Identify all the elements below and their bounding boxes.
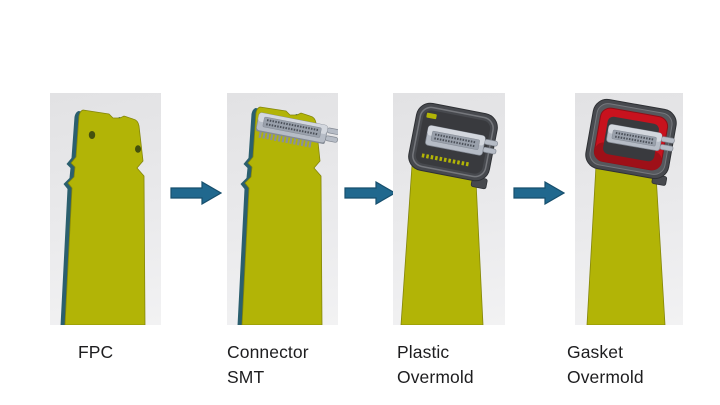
fpc-contacts: [421, 153, 470, 167]
step-label-line: Gasket: [567, 342, 624, 362]
gasket-overmold-illustration: [585, 98, 677, 325]
fpc-hole-right: [135, 145, 141, 153]
connector-smt-illustration: [237, 106, 338, 325]
connector-pins: [615, 131, 654, 141]
step-label-fpc: FPC: [78, 340, 113, 365]
connector-pins: [266, 123, 318, 136]
connector-pins: [614, 135, 653, 145]
plastic-overmold-illustration: [400, 102, 498, 325]
fpc-hole-left: [88, 131, 96, 139]
step-label-plastic-overmold: Plastic Overmold: [397, 340, 474, 390]
step-panel-connector-smt: [227, 93, 338, 325]
step-panel-fpc: [50, 93, 161, 325]
connector-pins: [266, 119, 319, 132]
step-label-line: SMT: [227, 367, 265, 387]
smt-connector: [606, 124, 675, 152]
step-panel-plastic-overmold: [393, 93, 505, 325]
smt-leads: [258, 131, 313, 148]
smt-connector: [425, 125, 498, 156]
step-panel-gasket-overmold: [575, 93, 683, 325]
step-label-line: Overmold: [567, 367, 644, 387]
fpc-illustration: [60, 109, 146, 325]
connector-pins: [434, 137, 476, 148]
fpc-strip: [241, 106, 323, 325]
connector-prong: [326, 127, 338, 135]
plastic-housing: [408, 102, 498, 190]
arrow-icon: [170, 181, 222, 205]
fpc-glimpse: [426, 112, 437, 120]
step-label-line: FPC: [78, 342, 114, 362]
step-label-line: Plastic: [397, 342, 450, 362]
step-label-line: Overmold: [397, 367, 474, 387]
gasket-housing: [585, 98, 677, 186]
step-label-connector-smt: Connector SMT: [227, 340, 309, 390]
connector-prong: [325, 135, 338, 143]
connector-pins: [434, 133, 477, 144]
step-label-line: Connector: [227, 342, 309, 362]
fpc-strip: [64, 109, 146, 325]
step-label-gasket-overmold: Gasket Overmold: [567, 340, 644, 390]
smt-connector: [256, 112, 338, 148]
arrow-icon: [513, 181, 565, 205]
arrow-icon: [344, 181, 396, 205]
